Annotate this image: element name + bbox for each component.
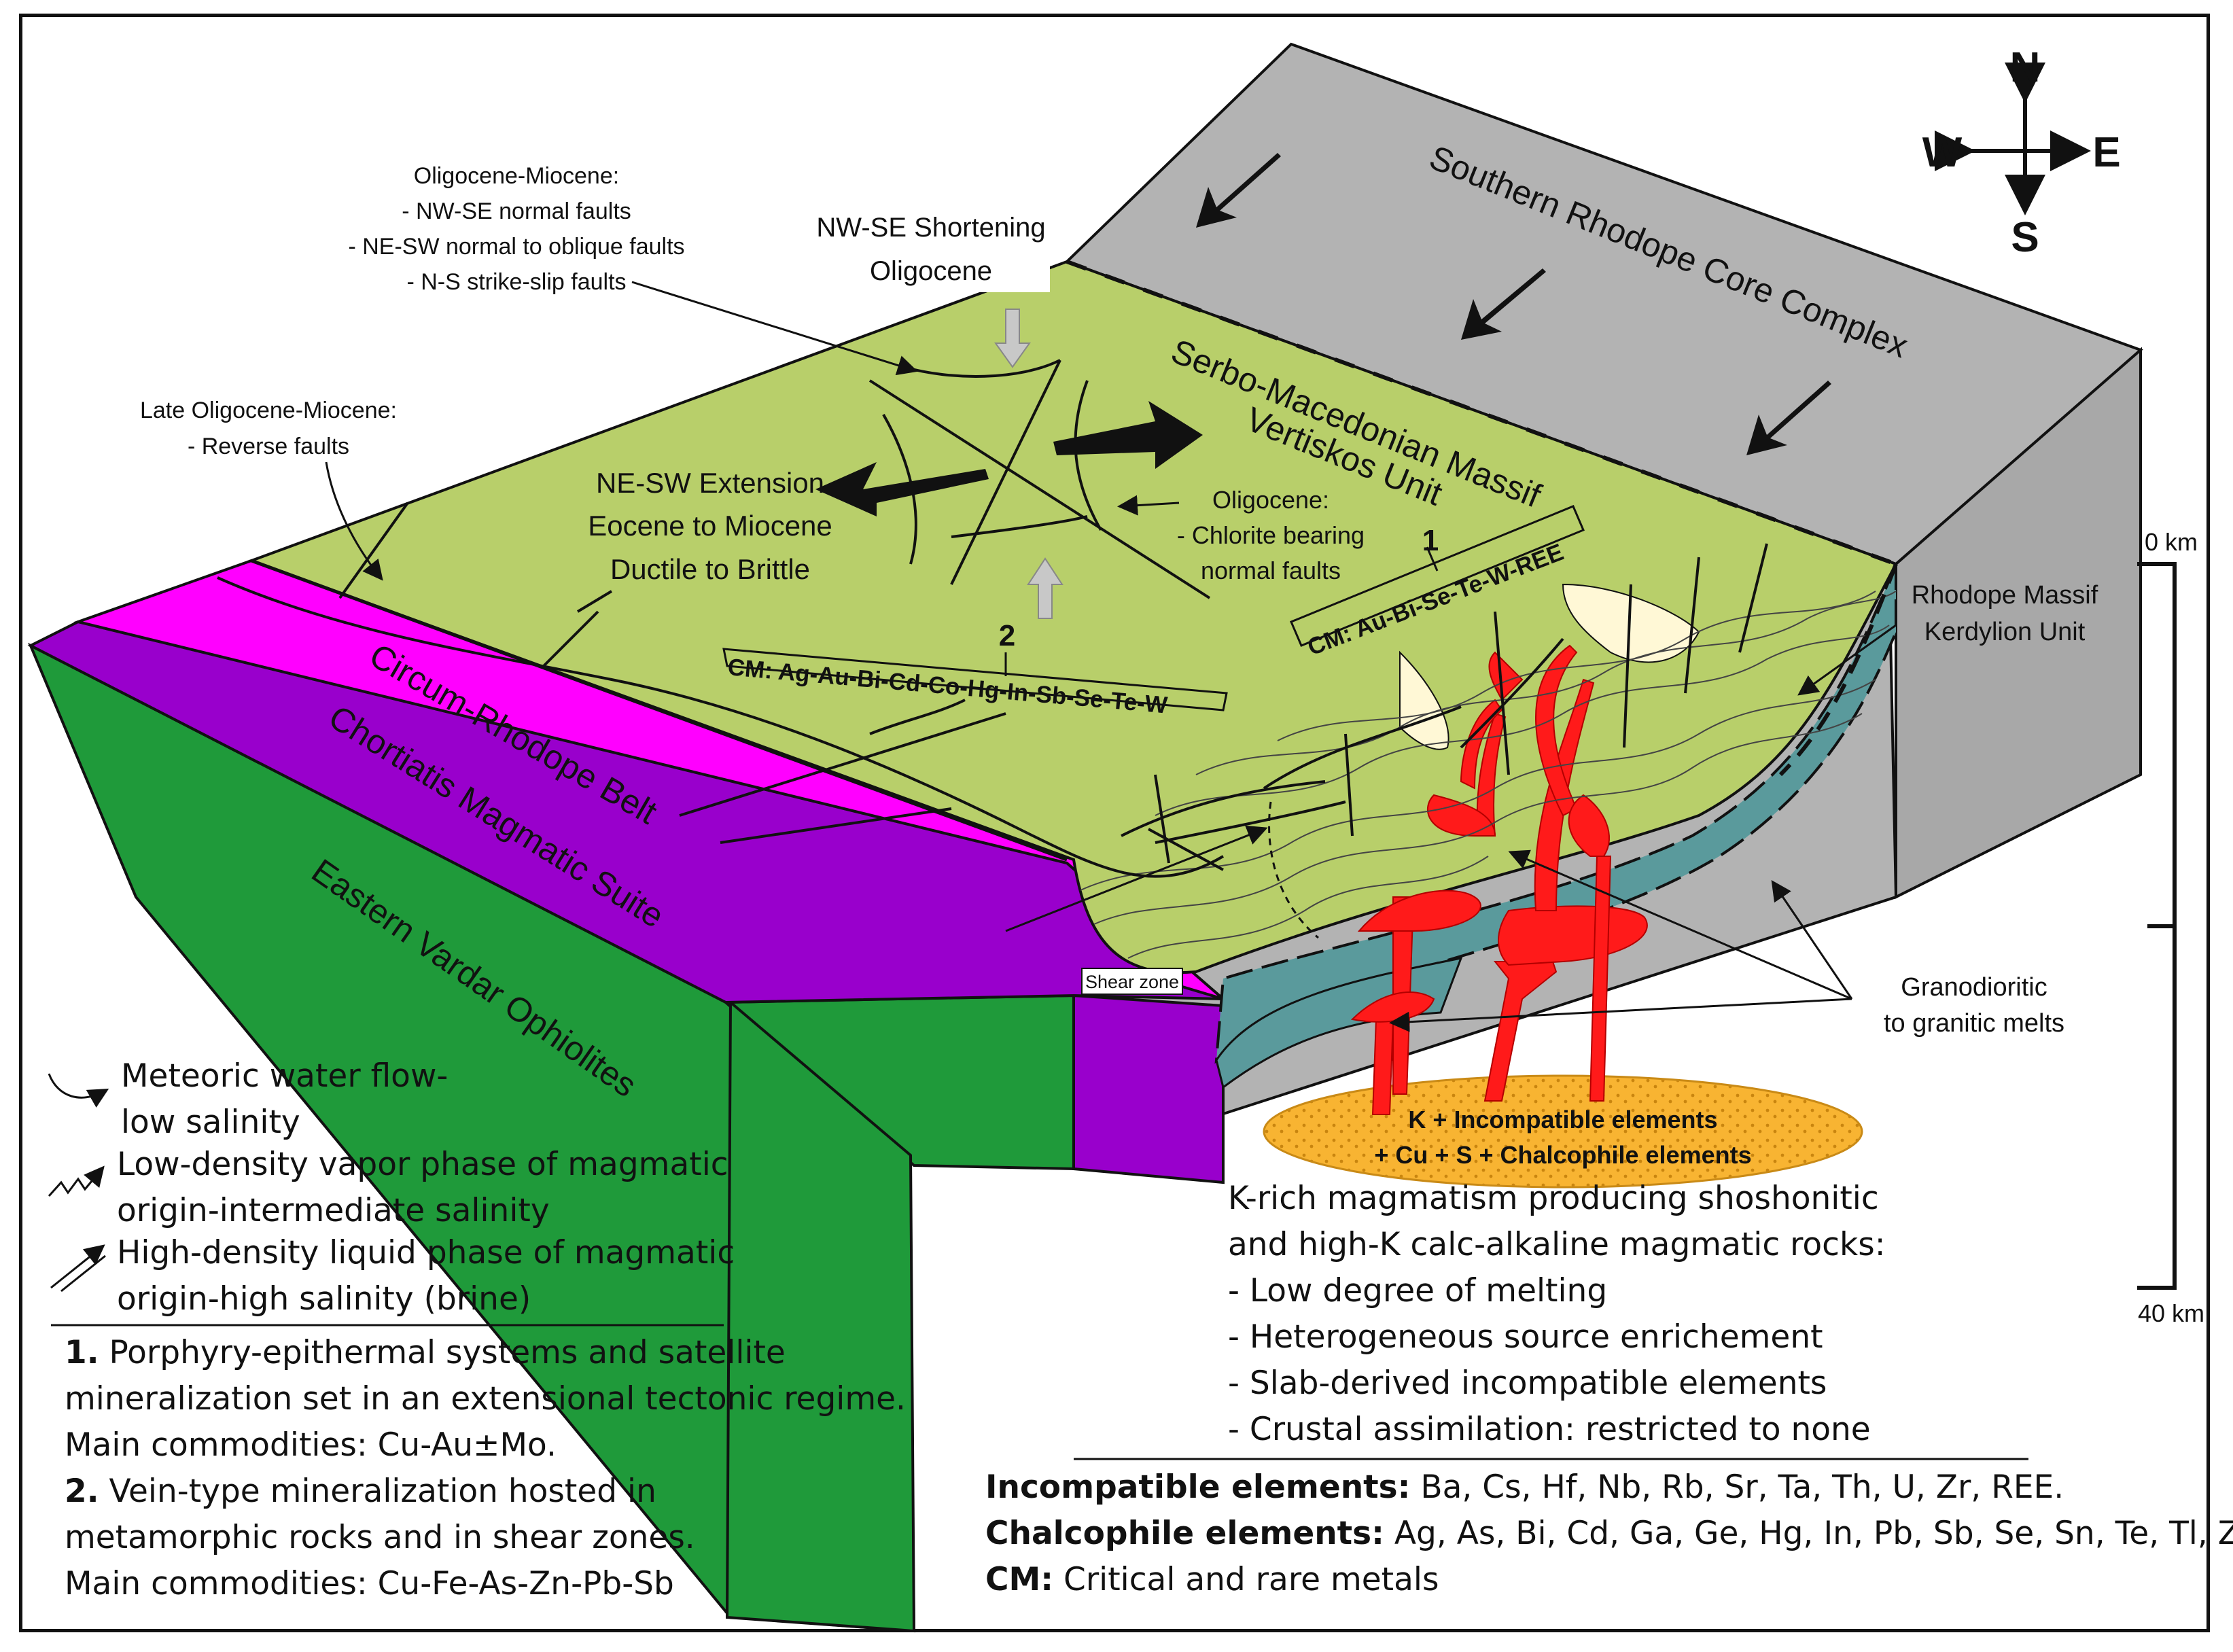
extension-age: Eocene to Miocene: [588, 510, 832, 542]
legend-vapor-1: Low-density vapor phase of magmatic: [117, 1146, 728, 1183]
scale-bottom: 40 km: [2138, 1299, 2204, 1327]
note2-number: 2.: [65, 1473, 99, 1510]
legend-vapor-2: origin-intermediate salinity: [117, 1192, 550, 1229]
note2-line-a: 2. Vein-type mineralization hosted in: [65, 1469, 906, 1515]
shortening-age: Oligocene: [870, 256, 992, 286]
legend-vapor: Low-density vapor phase of magmatic orig…: [117, 1142, 728, 1234]
compass-e: E: [2092, 129, 2120, 176]
fault-lines: [217, 359, 1768, 878]
foliation-lines: [1080, 591, 1897, 959]
legend-liquid-1: High-density liquid phase of magmatic: [117, 1234, 735, 1271]
melts-label-2: to granitic melts: [1884, 1009, 2064, 1038]
source-label-1: K + Incompatible elements: [1408, 1106, 1717, 1133]
shortening-arrows: [994, 309, 1063, 619]
chlorite-title: Oligocene:: [1212, 486, 1329, 514]
late-oligo-title: Late Oligocene-Miocene:: [140, 398, 397, 423]
magmatism-line-3: - Low degree of melting: [1228, 1272, 1608, 1310]
chalcophile-line: Chalcophile elements: Ag, As, Bi, Cd, Ga…: [985, 1511, 2233, 1557]
melt-bodies: [1350, 644, 1648, 1115]
magmatism-line-6: - Crustal assimilation: restricted to no…: [1228, 1411, 1871, 1448]
kerdylion-label: Kerdylion Unit: [1924, 618, 2086, 646]
core-complex-end: [1895, 347, 2142, 900]
magma-source: [1263, 1074, 1863, 1189]
cm-label: CM:: [985, 1561, 1054, 1598]
oligo-miocene-1: - NW-SE normal faults: [402, 198, 631, 224]
magmatism-line-4: - Heterogeneous source enrichement: [1228, 1318, 1823, 1356]
compass-n: N: [2010, 44, 2041, 91]
late-oligo-1: - Reverse faults: [188, 434, 349, 459]
note1-line-a: 1. Porphyry-epithermal systems and satel…: [65, 1330, 906, 1376]
chlorite-2: normal faults: [1201, 557, 1341, 584]
magmatism-line-1: K-rich magmatism producing shoshonitic: [1228, 1180, 1879, 1217]
cm2-number: 2: [999, 619, 1015, 652]
detachment-trace: [1778, 563, 1898, 777]
note1-text-a: Porphyry-epithermal systems and satellit…: [99, 1334, 786, 1371]
oligo-miocene-3: - N-S strike-slip faults: [406, 269, 626, 295]
note1-number: 1.: [65, 1334, 99, 1371]
note2-line-b: metamorphic rocks and in shear zones.: [65, 1519, 695, 1556]
compass-s: S: [2011, 214, 2039, 261]
shear-zone-label: Shear zone: [1085, 972, 1179, 992]
note1-line-c: Main commodities: Cu-Au±Mo.: [65, 1426, 557, 1464]
notes-right: K-rich magmatism producing shoshonitic a…: [1228, 1176, 1886, 1453]
legend-meteoric-2: low salinity: [121, 1104, 300, 1141]
reverse-fault-trace: [251, 559, 1068, 862]
note2-text-a: Vein-type mineralization hosted in: [99, 1473, 656, 1510]
leader-lines: [325, 281, 1897, 1032]
pale-body-2: [1562, 583, 1700, 663]
legend-liquid-symbol: [50, 1244, 106, 1293]
purple-front: [1072, 994, 1225, 1184]
legend-meteoric-1: Meteoric water flow-: [121, 1057, 449, 1095]
core-complex-arrows: [1196, 153, 1831, 455]
extension-title: NE-SW Extension: [596, 467, 824, 499]
shortening-title: NW-SE Shortening: [816, 213, 1045, 243]
note2-line-c: Main commodities: Cu-Fe-As-Zn-Pb-Sb: [65, 1565, 674, 1602]
incompatible-line: Incompatible elements: Ba, Cs, Hf, Nb, R…: [985, 1464, 2233, 1511]
compass-w: W: [1922, 129, 1963, 176]
legend-meteoric: Meteoric water flow- low salinity: [121, 1053, 448, 1146]
chalcophile-label: Chalcophile elements:: [985, 1515, 1384, 1552]
incompatible-label: Incompatible elements:: [985, 1469, 1411, 1506]
scale-top: 0 km: [2145, 528, 2198, 556]
magmatism-line-2: and high-K calc-alkaline magmatic rocks:: [1228, 1226, 1886, 1263]
legend-vapor-symbol: [48, 1165, 105, 1197]
extension-arrows: [815, 401, 1203, 516]
depth-scale-bar: [2137, 562, 2177, 1290]
note1-line-b: mineralization set in an extensional tec…: [65, 1380, 906, 1418]
legend-liquid-2: origin-high salinity (brine): [117, 1280, 531, 1318]
magmatism-line-5: - Slab-derived incompatible elements: [1228, 1365, 1827, 1402]
legend-meteoric-symbol: [48, 1073, 109, 1108]
shear-zone-box: [1081, 968, 1183, 995]
cm1-number: 1: [1422, 524, 1439, 557]
legend-liquid: High-density liquid phase of magmatic or…: [117, 1230, 735, 1322]
oligo-miocene-2: - NE-SW normal to oblique faults: [348, 234, 684, 260]
cm-value: Critical and rare metals: [1053, 1561, 1439, 1598]
shortening-backing: [809, 214, 1050, 292]
cm-line: CM: Critical and rare metals: [985, 1557, 2233, 1603]
rhodope-massif-label: Rhodope Massif: [1912, 581, 2098, 610]
extension-style: Ductile to Brittle: [610, 553, 810, 585]
compass-rose: [1935, 63, 2091, 215]
ophiolite-wedge: [725, 999, 916, 1633]
notes-left: 1. Porphyry-epithermal systems and satel…: [65, 1330, 906, 1607]
oligo-miocene-title: Oligocene-Miocene:: [414, 163, 619, 189]
cm2-bracket: [722, 648, 1228, 711]
chalcophile-value: Ag, As, Bi, Cd, Ga, Ge, Hg, In, Pb, Sb, …: [1384, 1515, 2233, 1552]
thrust-boundary: [1066, 260, 1897, 566]
incompatible-value: Ba, Cs, Hf, Nb, Rb, Sr, Ta, Th, U, Zr, R…: [1410, 1469, 2064, 1506]
element-definitions: Incompatible elements: Ba, Cs, Hf, Nb, R…: [985, 1464, 2233, 1603]
shear-zone-trace: [1268, 801, 1319, 939]
melts-label-1: Granodioritic: [1901, 973, 2047, 1002]
chlorite-1: - Chlorite bearing: [1177, 521, 1365, 549]
source-label-2: + Cu + S + Chalcophile elements: [1374, 1141, 1751, 1169]
cm1-bracket: [1290, 505, 1585, 647]
